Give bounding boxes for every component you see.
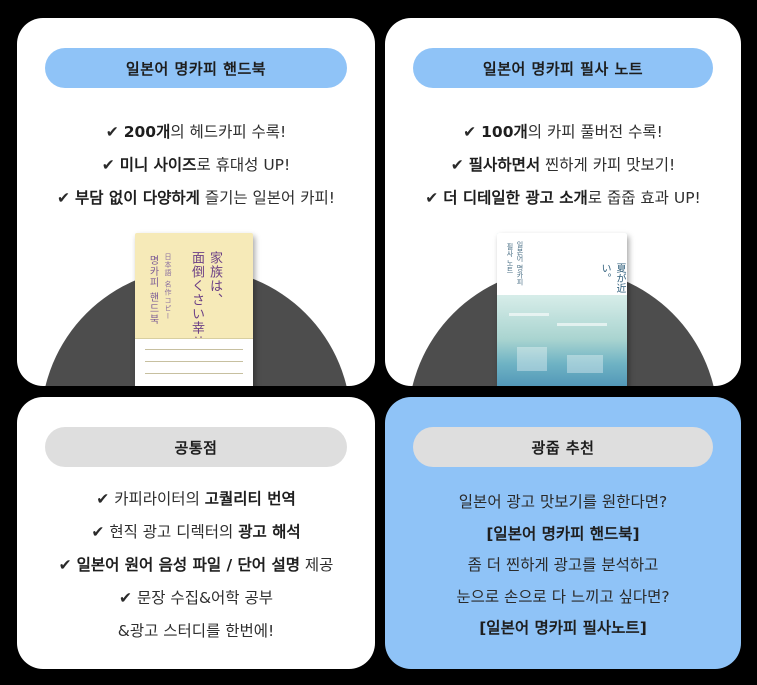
recommend-product: [일본어 명카피 필사노트] [479,619,647,637]
book-title-line1: 家族は、 [207,251,222,307]
feature-item: ✔부담 없이 다양하게 즐기는 일본어 카피! [57,189,335,207]
feature-item: &광고 스터디를 한번에! [117,622,275,640]
notebook-features: ✔100개의 카피 풀버전 수록! ✔필사하면서 찐하게 카피 맛보기! ✔더 … [385,116,741,215]
check-icon: ✔ [101,156,115,174]
handbook-book-image: 日本語 名作コピー 명카피 핸드북 家族は、 面倒くさい幸せだ。 [135,233,253,386]
feature-item: ✔200개의 헤드카피 수록! [105,123,287,141]
recommend-text: 일본어 광고 맛보기를 원한다면? [일본어 명카피 핸드북] 좀 더 찐하게 … [385,487,741,645]
common-title: 공통점 [45,427,347,467]
feature-item: ✔100개의 카피 풀버전 수록! [463,123,663,141]
check-icon: ✔ [450,156,464,174]
check-icon: ✔ [118,589,132,607]
book-title-line1: 夏が近い。 [599,263,625,293]
feature-item: ✔더 디테일한 광고 소개로 줍줍 효과 UP! [425,189,701,207]
book-subtitle: 日本語 名作コピー [164,253,172,321]
check-icon: ✔ [105,123,119,141]
common-card: 공통점 ✔카피라이터의 고퀄리티 번역 ✔현직 광고 디렉터의 광고 해석 ✔일… [17,397,375,669]
book-bottom-band [135,338,253,386]
check-icon: ✔ [57,189,71,207]
book-cover-top: 일본어 명카피 필사 노트 夏が近い。 [497,233,627,295]
feature-item: ✔일본어 원어 음성 파일 / 단어 설명 제공 [58,556,334,574]
book-spine-title: 명카피 핸드북 [147,255,158,326]
recommend-title: 광줍 추천 [413,427,713,467]
handbook-title: 일본어 명카피 핸드북 [45,48,347,88]
notebook-book-image: 일본어 명카피 필사 노트 夏が近い。 [497,233,627,386]
handbook-card: 일본어 명카피 핸드북 ✔200개의 헤드카피 수록! ✔미니 사이즈로 휴대성… [17,18,375,386]
feature-item: ✔미니 사이즈로 휴대성 UP! [101,156,291,174]
feature-item: ✔문장 수집&어학 공부 [118,589,274,607]
notebook-title: 일본어 명카피 필사 노트 [413,48,713,88]
book-cover-scene [497,295,627,386]
check-icon: ✔ [58,556,72,574]
common-features: ✔카피라이터의 고퀄리티 번역 ✔현직 광고 디렉터의 광고 해석 ✔일본어 원… [17,483,375,648]
book-subtitle: 일본어 명카피 [516,241,524,286]
recommend-line: 일본어 광고 맛보기를 원한다면? [458,493,668,511]
check-icon: ✔ [96,490,110,508]
recommend-line: 좀 더 찐하게 광고를 분석하고 [467,556,659,574]
notebook-card: 일본어 명카피 필사 노트 ✔100개의 카피 풀버전 수록! ✔필사하면서 찐… [385,18,741,386]
recommend-line: 눈으로 손으로 다 느끼고 싶다면? [456,587,670,606]
recommend-product: [일본어 명카피 핸드북] [486,524,640,543]
recommend-card: 광줍 추천 일본어 광고 맛보기를 원한다면? [일본어 명카피 핸드북] 좀 … [385,397,741,669]
check-icon: ✔ [425,189,439,207]
feature-item: ✔필사하면서 찐하게 카피 맛보기! [450,156,676,174]
feature-item: ✔현직 광고 디렉터의 광고 해석 [91,523,301,541]
check-icon: ✔ [91,523,105,541]
book-subtitle-2: 필사 노트 [506,243,514,274]
handbook-features: ✔200개의 헤드카피 수록! ✔미니 사이즈로 휴대성 UP! ✔부담 없이 … [17,116,375,215]
check-icon: ✔ [463,123,477,141]
feature-item: ✔카피라이터의 고퀄리티 번역 [96,490,296,508]
